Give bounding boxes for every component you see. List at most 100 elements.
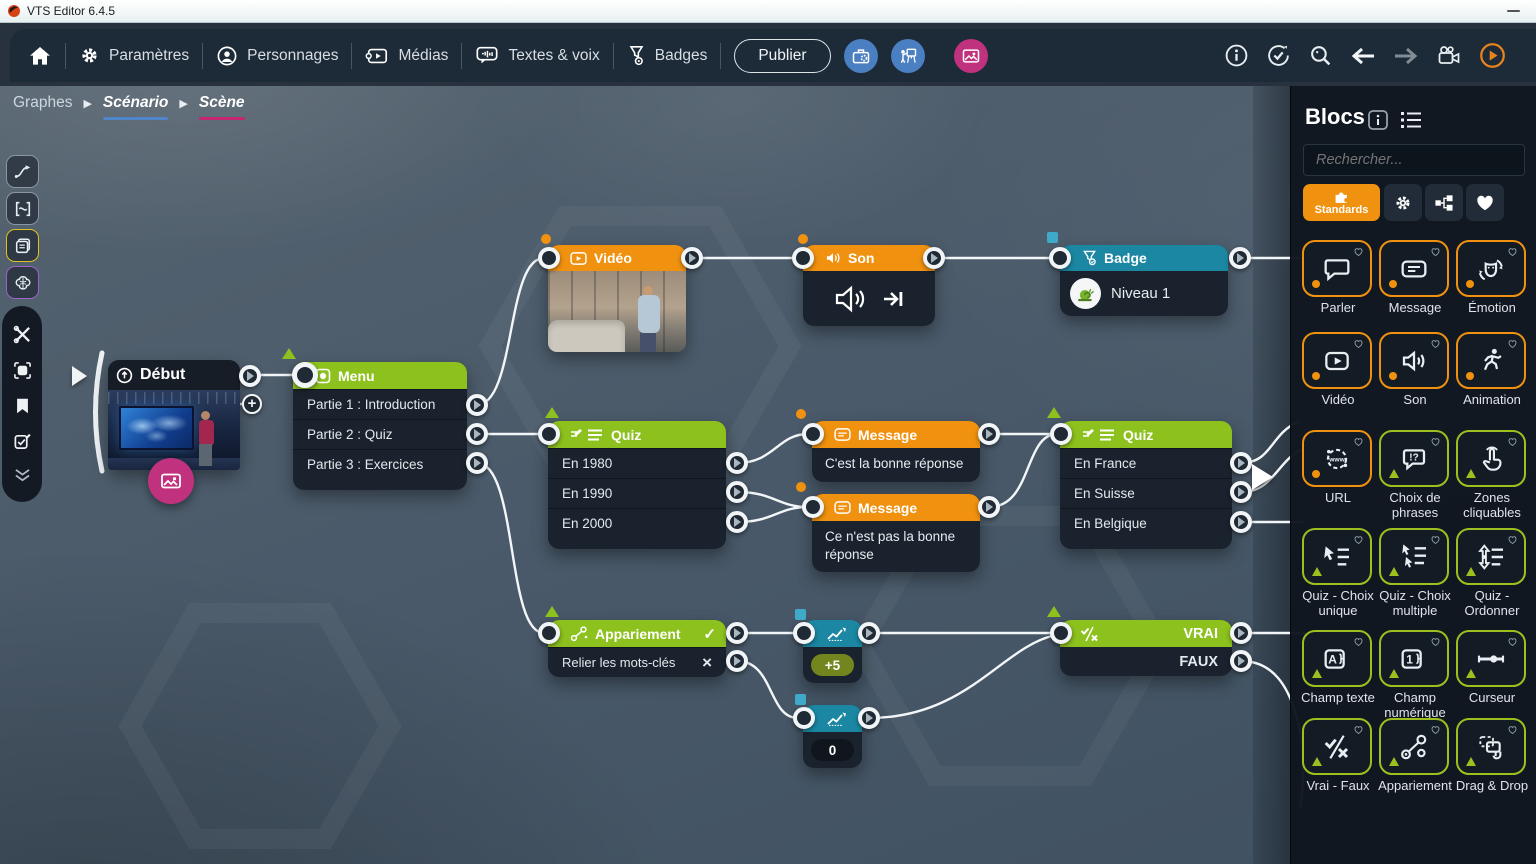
block-tile-animation[interactable]: Animation (1456, 332, 1528, 407)
favorite-heart-icon[interactable] (1506, 724, 1519, 736)
block-tile-message[interactable]: Message (1379, 240, 1451, 315)
favorite-heart-icon[interactable] (1352, 338, 1365, 350)
input-port[interactable] (1050, 622, 1072, 644)
node-quiz-pays[interactable]: Quiz En France En Suisse En Belgique (1060, 421, 1232, 549)
quiz-answer[interactable]: En 1990 (548, 478, 726, 508)
input-port[interactable] (802, 496, 824, 518)
cut-tool-button[interactable] (13, 325, 32, 344)
output-port[interactable] (923, 247, 945, 269)
tab-templates[interactable] (1425, 184, 1463, 221)
output-port[interactable] (239, 365, 261, 387)
input-port[interactable] (793, 707, 815, 729)
block-info-toggle[interactable] (1367, 109, 1389, 131)
node-score-zero[interactable]: 0 (803, 705, 862, 768)
tab-system-blocks[interactable] (1384, 184, 1422, 221)
node-badge[interactable]: Badge Niveau 1 (1060, 245, 1228, 316)
input-port[interactable] (802, 423, 824, 445)
node-message-ko[interactable]: Message Ce n'est pas la bonne réponse (812, 494, 980, 573)
validate-button[interactable] (1266, 43, 1291, 68)
block-tile-son[interactable]: Son (1379, 332, 1451, 407)
block-tile-champ-texte[interactable]: A Champ texte (1301, 630, 1375, 705)
quiz-answer[interactable]: En Belgique (1060, 508, 1232, 538)
quiz-answer[interactable]: En Suisse (1060, 478, 1232, 508)
block-tile-drag-drop[interactable]: Drag & Drop (1456, 718, 1528, 793)
favorite-heart-icon[interactable] (1429, 636, 1442, 648)
output-port[interactable] (1230, 650, 1252, 672)
tool-variables-button[interactable] (6, 192, 39, 225)
tab-favorites[interactable] (1466, 184, 1504, 221)
output-port[interactable] (978, 423, 1000, 445)
nav-medias[interactable]: Médias (365, 46, 448, 66)
block-tile-url[interactable]: www URL (1302, 430, 1374, 505)
node-vrai-faux[interactable]: VRAI FAUX (1060, 620, 1232, 676)
favorite-heart-icon[interactable] (1506, 246, 1519, 258)
tasks-tool-button[interactable] (13, 432, 32, 451)
favorite-heart-icon[interactable] (1352, 636, 1365, 648)
output-port[interactable] (726, 452, 748, 474)
output-port[interactable] (726, 650, 748, 672)
favorite-heart-icon[interactable] (1352, 436, 1365, 448)
home-button[interactable] (28, 45, 52, 67)
block-tile-emotion[interactable]: Émotion (1456, 240, 1528, 315)
nav-textes-voix[interactable]: Textes & voix (475, 45, 600, 66)
project-settings-button[interactable] (843, 38, 878, 73)
menu-choice[interactable]: Partie 1 : Introduction (293, 389, 467, 419)
favorite-heart-icon[interactable] (1352, 246, 1365, 258)
node-video[interactable]: Vidéo (548, 245, 686, 352)
input-port[interactable] (792, 247, 814, 269)
output-port[interactable] (1230, 452, 1252, 474)
favorite-heart-icon[interactable] (1506, 338, 1519, 350)
graph-canvas[interactable]: Début Menu Partie 1 : Introduction P (0, 86, 1536, 864)
block-tile-quiz-choix-unique[interactable]: Quiz - Choix unique (1302, 528, 1374, 617)
favorite-heart-icon[interactable] (1506, 534, 1519, 546)
output-port[interactable] (858, 622, 880, 644)
input-port[interactable] (538, 622, 560, 644)
node-quiz-dates[interactable]: Quiz En 1980 En 1990 En 2000 (548, 421, 726, 549)
media-library-button[interactable] (953, 38, 988, 73)
node-debut[interactable]: Début (108, 360, 240, 470)
favorite-heart-icon[interactable] (1352, 724, 1365, 736)
output-port[interactable] (726, 481, 748, 503)
output-port[interactable] (681, 247, 703, 269)
menu-choice[interactable]: Partie 3 : Exercices (293, 449, 467, 479)
quiz-answer[interactable]: En 2000 (548, 508, 726, 538)
breadcrumb-scene[interactable]: Scène (198, 94, 245, 120)
output-port[interactable] (466, 452, 488, 474)
node-son[interactable]: Son (803, 245, 935, 326)
tool-notes-button[interactable] (6, 229, 39, 262)
scene-media-button[interactable] (148, 458, 194, 504)
info-button[interactable] (1224, 43, 1249, 68)
node-appariement[interactable]: Appariement ✓ Relier les mots-clés × (548, 620, 726, 677)
presenter-button[interactable] (890, 38, 925, 73)
output-port[interactable] (466, 394, 488, 416)
favorite-heart-icon[interactable] (1429, 436, 1442, 448)
favorite-heart-icon[interactable] (1506, 436, 1519, 448)
play-button[interactable] (1479, 42, 1506, 69)
input-port[interactable] (793, 622, 815, 644)
favorite-heart-icon[interactable] (1429, 338, 1442, 350)
input-port[interactable] (292, 362, 318, 388)
output-port[interactable] (1230, 622, 1252, 644)
list-view-toggle[interactable] (1399, 109, 1423, 131)
nav-parametres[interactable]: Paramètres (79, 45, 189, 66)
input-port[interactable] (538, 247, 560, 269)
publish-button[interactable]: Publier (734, 38, 831, 73)
output-port[interactable] (978, 496, 1000, 518)
tab-standards[interactable]: Standards (1303, 184, 1380, 221)
input-port[interactable] (1049, 247, 1071, 269)
node-message-ok[interactable]: Message C'est la bonne réponse (812, 421, 980, 482)
redo-arrow-button[interactable] (1393, 45, 1419, 67)
block-search-input[interactable] (1303, 144, 1525, 176)
breadcrumb-graphes[interactable]: Graphes (13, 94, 73, 111)
output-port[interactable] (726, 622, 748, 644)
tool-ai-button[interactable] (6, 266, 39, 299)
block-tile-appariement[interactable]: Appariement (1378, 718, 1452, 793)
block-tile-vrai-faux[interactable]: Vrai - Faux (1302, 718, 1374, 793)
block-tile-quiz-ordonner[interactable]: Quiz - Ordonner (1456, 528, 1528, 617)
add-connection-port[interactable] (242, 394, 262, 414)
nav-personnages[interactable]: Personnages (216, 45, 338, 67)
output-port[interactable] (466, 423, 488, 445)
block-tile-zones-cliquables[interactable]: Zones cliquables (1456, 430, 1528, 519)
output-port[interactable] (1230, 481, 1252, 503)
menu-choice[interactable]: Partie 2 : Quiz (293, 419, 467, 449)
